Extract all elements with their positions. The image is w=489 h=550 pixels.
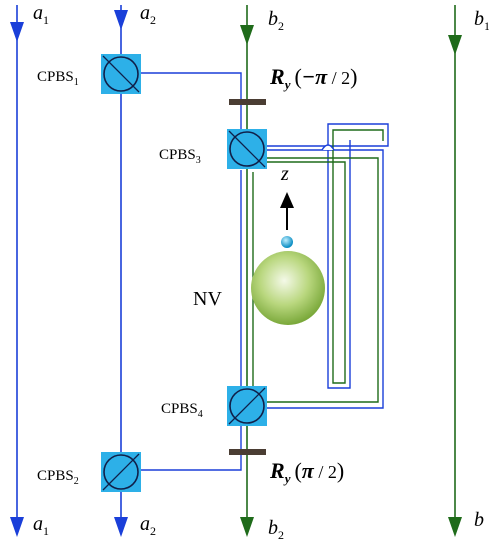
label-b2-bottom: b2 [268, 517, 284, 542]
cpbs4-box [227, 386, 267, 426]
label-rotation-top: Ry(−π / 2) [269, 64, 358, 92]
arrow-down-icon [114, 517, 128, 537]
cpbs2-box [101, 452, 141, 492]
label-a2-bottom: a2 [140, 513, 156, 538]
label-b2-top: b2 [268, 8, 284, 33]
photon-path [140, 72, 389, 471]
label-cpbs3: CPBS3 [159, 147, 201, 166]
cpbs1-box [101, 54, 141, 94]
label-a1-bottom: a1 [33, 513, 49, 538]
rotation-bar-bottom [229, 449, 266, 455]
mode-line-b2 [240, 5, 254, 537]
arrow-down-icon [10, 517, 24, 537]
label-rotation-bottom: Ry(π / 2) [269, 458, 344, 486]
label-cpbs2: CPBS2 [37, 468, 79, 487]
label-nv: NV [193, 288, 222, 310]
mode-line-a1 [10, 5, 24, 537]
nv-sphere [251, 251, 325, 325]
label-a2-top: a2 [140, 2, 156, 27]
arrow-down-icon [448, 35, 462, 55]
arrow-down-icon [448, 517, 462, 537]
crossing-bump [321, 144, 335, 151]
label-a1-top: a1 [33, 2, 49, 27]
label-b1-bottom: b [474, 509, 484, 531]
nv-electron-dot [281, 236, 293, 248]
label-b1-top: b1 [474, 8, 489, 33]
arrow-down-icon [114, 10, 128, 30]
arrow-down-icon [240, 25, 254, 45]
label-cpbs4: CPBS4 [161, 401, 203, 420]
arrow-up-icon [280, 192, 294, 208]
rotation-bar-top [229, 99, 266, 105]
label-z-axis: z [280, 163, 289, 185]
mode-line-b1 [448, 5, 462, 537]
label-cpbs1: CPBS1 [37, 69, 79, 88]
arrow-down-icon [10, 22, 24, 42]
arrow-down-icon [240, 517, 254, 537]
cpbs3-box [227, 129, 267, 169]
